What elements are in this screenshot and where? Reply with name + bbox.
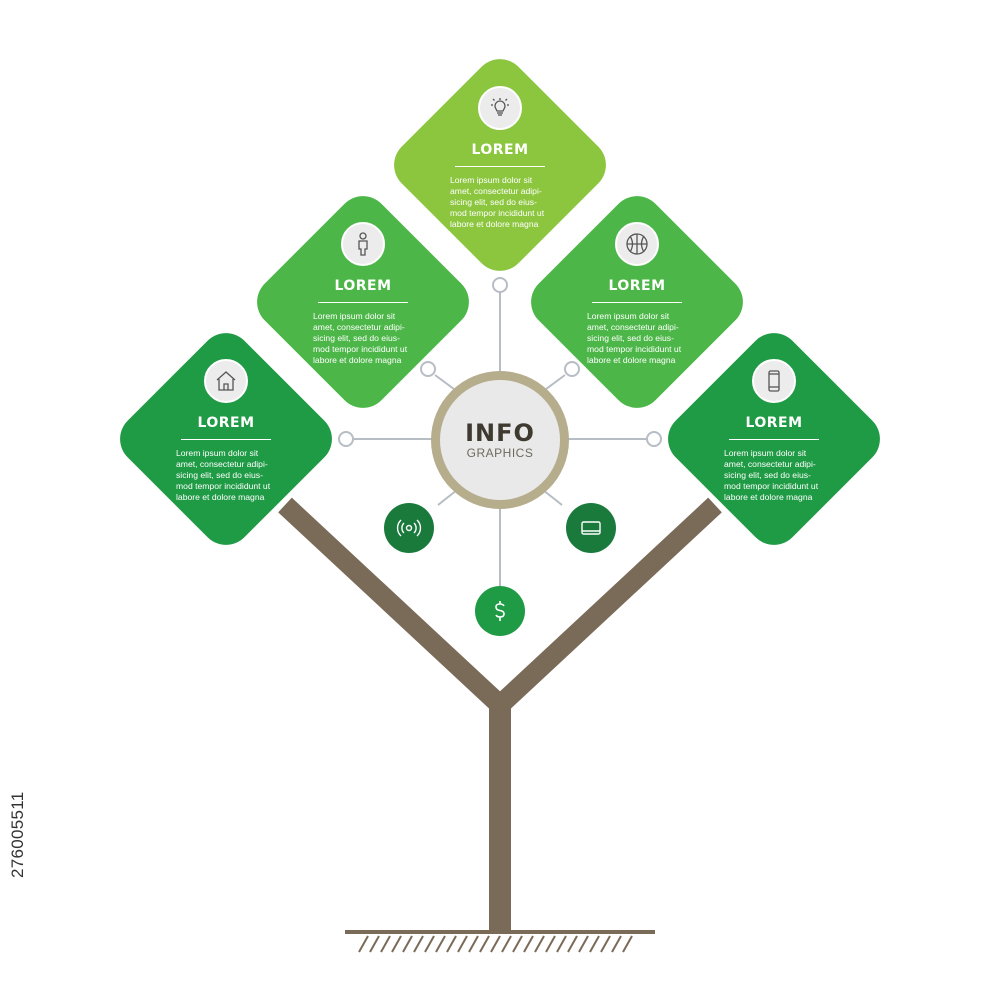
ground-hatch	[424, 935, 435, 953]
title-divider	[729, 439, 819, 440]
wireless-signal-icon	[384, 503, 434, 553]
card-title: LOREM	[334, 278, 392, 294]
basketball-icon	[615, 222, 659, 266]
center-title: INFO	[465, 419, 535, 447]
card-title: LOREM	[471, 142, 529, 158]
title-divider	[181, 439, 271, 440]
connector-node	[420, 361, 436, 377]
card-body: Lorem ipsum dolor sit amet, consectetur …	[313, 311, 408, 365]
title-divider	[318, 302, 408, 303]
connector-node	[646, 431, 662, 447]
tree-trunk	[278, 497, 722, 932]
ground-hatch	[523, 935, 534, 953]
ground-hatch	[435, 935, 446, 953]
card-body: Lorem ipsum dolor sit amet, consectetur …	[450, 175, 545, 229]
ground-hatch	[479, 935, 490, 953]
ground-hatch	[468, 935, 479, 953]
watermark: 276005511	[0, 0, 40, 1000]
card-title: LOREM	[608, 278, 666, 294]
right-branch	[493, 497, 722, 713]
ground-hatch	[611, 935, 622, 953]
center-hub-inner: INFO GRAPHICS	[440, 380, 560, 500]
ground-hatch	[556, 935, 567, 953]
dollar-icon	[475, 586, 525, 636]
center-hub: INFO GRAPHICS	[431, 371, 569, 509]
home-icon	[204, 359, 248, 403]
credit-card-icon	[566, 503, 616, 553]
person-icon	[341, 222, 385, 266]
ground-hatch	[589, 935, 600, 953]
ground-hatch	[578, 935, 589, 953]
card-title: LOREM	[745, 415, 803, 431]
ground-hatch	[567, 935, 578, 953]
ground-hatch	[391, 935, 402, 953]
ground-hatch	[402, 935, 413, 953]
lightbulb-icon	[478, 86, 522, 130]
ground-hatch	[501, 935, 512, 953]
ground-hatch	[358, 935, 369, 953]
ground	[345, 930, 655, 953]
center-subtitle: GRAPHICS	[466, 446, 534, 460]
smartphone-icon	[752, 359, 796, 403]
card-body: Lorem ipsum dolor sit amet, consectetur …	[724, 448, 819, 502]
connector-node	[338, 431, 354, 447]
connector-node	[564, 361, 580, 377]
ground-hatch	[457, 935, 468, 953]
card-right: LOREM Lorem ipsum dolor sit amet, consec…	[659, 359, 889, 503]
card-left: LOREM Lorem ipsum dolor sit amet, consec…	[111, 359, 341, 503]
ground-hatch	[545, 935, 556, 953]
card-upper-left: LOREM Lorem ipsum dolor sit amet, consec…	[248, 222, 478, 366]
ground-hatch	[600, 935, 611, 953]
ground-hatch	[622, 935, 633, 953]
connector-node	[492, 277, 508, 293]
ground-hatch	[380, 935, 391, 953]
ground-hatch	[512, 935, 523, 953]
left-branch	[278, 497, 507, 713]
watermark-id: 276005511	[8, 791, 27, 878]
card-body: Lorem ipsum dolor sit amet, consectetur …	[176, 448, 271, 502]
connectors	[338, 277, 662, 588]
card-top-shape	[394, 59, 606, 271]
ground-hatch	[490, 935, 501, 953]
card-title: LOREM	[197, 415, 255, 431]
card-body: Lorem ipsum dolor sit amet, consectetur …	[587, 311, 682, 365]
ground-hatch	[446, 935, 457, 953]
title-divider	[592, 302, 682, 303]
ground-hatch	[534, 935, 545, 953]
title-divider	[455, 166, 545, 167]
card-top: LOREM Lorem ipsum dolor sit amet, consec…	[385, 86, 615, 230]
card-upper-right: LOREM Lorem ipsum dolor sit amet, consec…	[522, 222, 752, 366]
ground-hatch	[413, 935, 424, 953]
ground-hatch	[369, 935, 380, 953]
